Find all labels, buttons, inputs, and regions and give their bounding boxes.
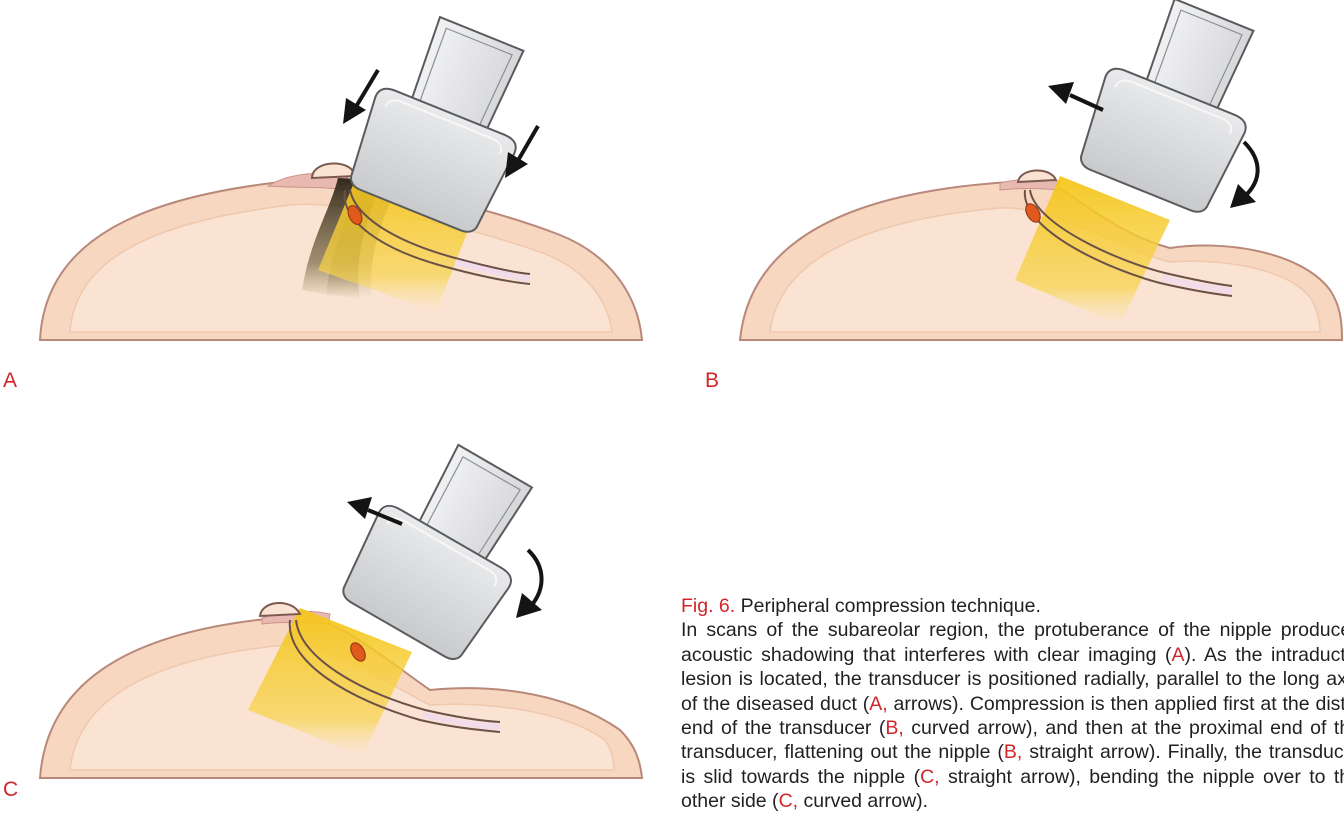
figure-caption: Fig. 6. Peripheral compression technique… (681, 594, 1344, 814)
panel-reference: B, (1004, 741, 1022, 763)
panel-b: B (700, 0, 1344, 390)
nipple (1018, 170, 1056, 182)
panel-reference: A (1172, 644, 1185, 666)
panel-c: C (0, 430, 660, 797)
panel-a: A (0, 0, 660, 390)
caption-title-line: Fig. 6. Peripheral compression technique… (681, 594, 1344, 618)
panel-reference: C, (779, 790, 799, 812)
figure-number: Fig. 6. (681, 595, 735, 617)
panel-label-a: A (3, 370, 17, 391)
caption-body: In scans of the subareolar region, the p… (681, 618, 1344, 813)
nipple (312, 163, 355, 178)
panel-label-b: B (705, 370, 719, 391)
nipple (260, 603, 300, 616)
caption-text: curved arrow). (798, 790, 928, 812)
transducer (333, 427, 558, 667)
panel-b-illustration (700, 0, 1344, 345)
panel-a-illustration (0, 0, 660, 345)
panel-c-illustration (0, 430, 660, 780)
panel-reference: B, (885, 717, 903, 739)
panel-reference: C, (920, 766, 940, 788)
straight-arrow-icon (1048, 82, 1103, 110)
figure-title: Peripheral compression technique. (741, 595, 1041, 617)
curved-arrow-icon (516, 550, 542, 618)
panel-reference: A, (869, 693, 887, 715)
